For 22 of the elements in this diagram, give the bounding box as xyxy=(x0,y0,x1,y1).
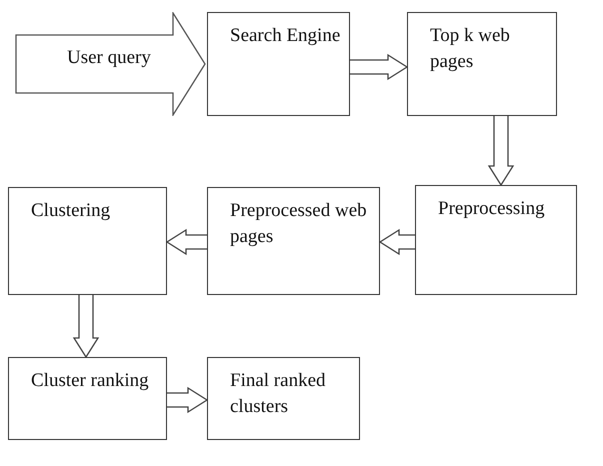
hollow-arrow xyxy=(166,228,208,256)
process-box xyxy=(415,185,577,295)
hollow-arrow xyxy=(378,228,416,256)
node-label: Top k web pages xyxy=(430,24,511,74)
hollow-arrow xyxy=(488,115,514,186)
process-box xyxy=(8,357,167,440)
block-arrow xyxy=(15,12,207,116)
node-label: Preprocessing xyxy=(438,197,545,221)
process-box xyxy=(407,12,557,116)
node-label: Search Engine xyxy=(230,24,340,48)
hollow-arrow xyxy=(72,294,100,358)
process-box xyxy=(207,357,360,440)
node-label: Final ranked clusters xyxy=(230,369,327,419)
node-label: Clustering xyxy=(31,199,110,223)
node-label: User query xyxy=(67,46,151,70)
hollow-arrow xyxy=(349,54,408,80)
process-box xyxy=(8,187,167,295)
node-label: Cluster ranking xyxy=(31,369,149,393)
node-label: Preprocessed web pages xyxy=(230,199,368,249)
process-box xyxy=(207,187,380,295)
process-box xyxy=(207,12,350,116)
hollow-arrow xyxy=(166,386,208,414)
